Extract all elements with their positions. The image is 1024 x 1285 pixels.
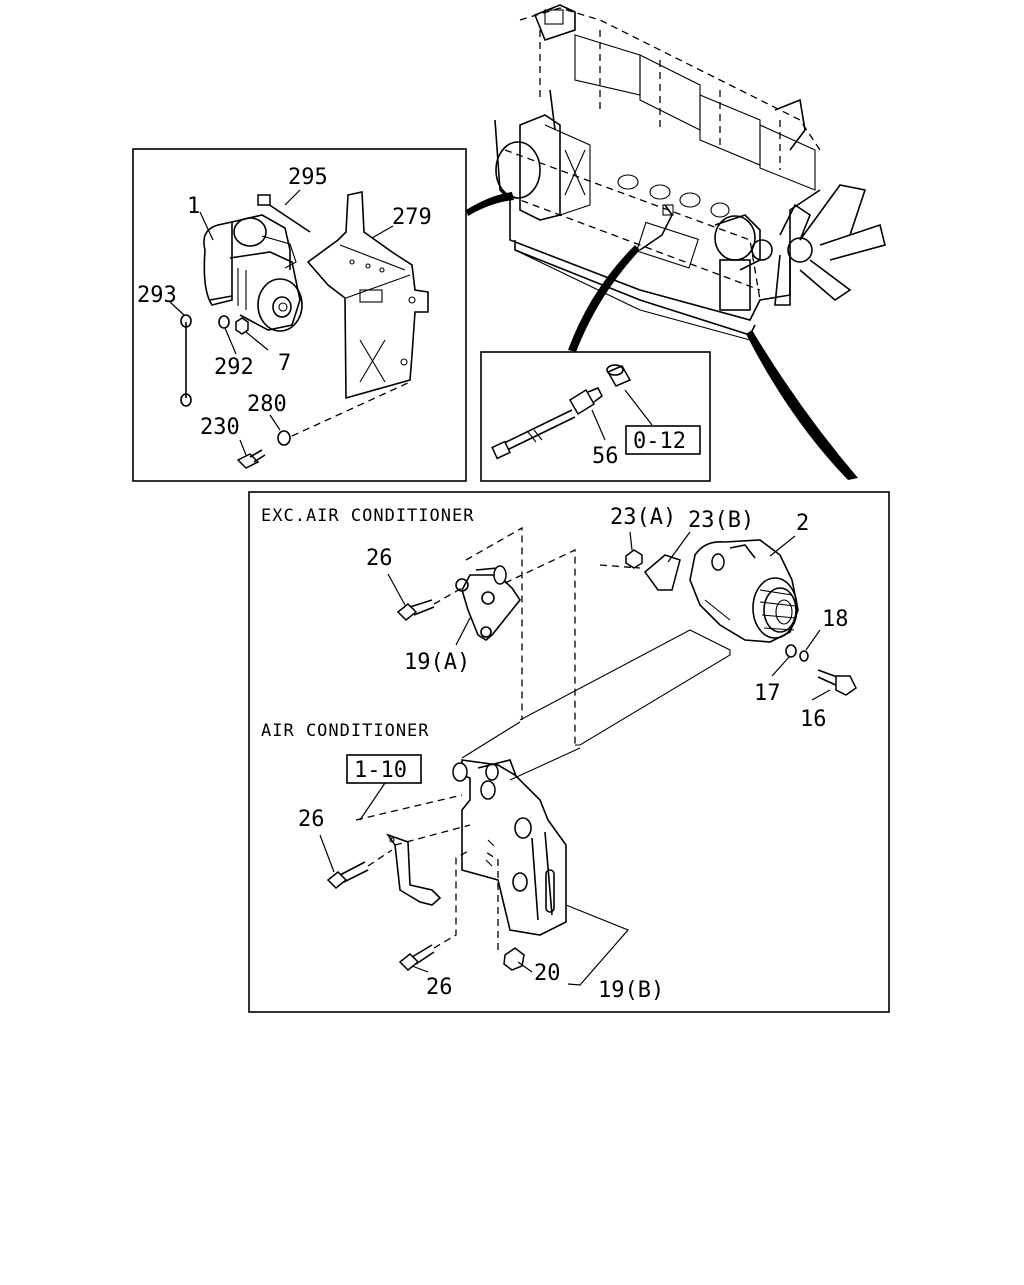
label-part-1: 1	[187, 194, 200, 219]
label-part-280: 280	[247, 392, 287, 417]
label-part-23a: 23(A)	[610, 505, 676, 530]
washer-18	[799, 650, 809, 662]
ref-box-0-12	[625, 425, 701, 455]
sensor-panel: 0-12 56	[480, 351, 711, 482]
ref-0-12: 0-12	[633, 429, 686, 454]
bolt-26-top	[396, 602, 418, 622]
label-part-17: 17	[754, 681, 781, 706]
alternator-panel-frame	[248, 491, 890, 1013]
washer-17	[785, 644, 797, 658]
heading-exc-air-conditioner: EXC.AIR CONDITIONER	[261, 506, 474, 526]
starter-panel: 1 295 279 293 292 7 280 230	[132, 148, 467, 482]
starter-panel-frame	[132, 148, 467, 482]
label-part-293: 293	[137, 283, 177, 308]
bracket-1-10	[355, 794, 471, 906]
bracket-279	[306, 191, 429, 400]
fitting-0-12	[606, 365, 632, 387]
bracket-23b	[643, 554, 681, 591]
bracket-19a	[455, 565, 521, 641]
label-part-18: 18	[822, 607, 849, 632]
washer-280	[277, 430, 291, 446]
bolt-230	[236, 453, 260, 469]
sensor-panel-frame	[480, 351, 711, 482]
label-part-26-bot: 26	[426, 975, 453, 1000]
sensor-56	[568, 388, 596, 416]
label-part-20: 20	[534, 961, 561, 986]
label-part-19a: 19(A)	[404, 650, 470, 675]
bolt-26-mid	[326, 870, 348, 890]
label-part-292: 292	[214, 355, 254, 380]
label-part-26-mid: 26	[298, 807, 325, 832]
label-part-56: 56	[592, 444, 619, 469]
engine-overview	[466, 4, 886, 480]
nut-20	[503, 947, 525, 971]
label-part-295: 295	[288, 165, 328, 190]
nut-7	[235, 317, 249, 335]
label-part-23b: 23(B)	[688, 508, 754, 533]
label-part-230: 230	[200, 415, 240, 440]
ref-1-10: 1-10	[354, 758, 407, 783]
nut-23a	[625, 549, 643, 569]
sensor-harness	[499, 409, 576, 453]
ref-box-1-10	[346, 754, 422, 784]
heading-air-conditioner: AIR CONDITIONER	[261, 721, 430, 741]
label-part-279: 279	[392, 205, 432, 230]
label-part-7: 7	[278, 351, 291, 376]
washer-292	[218, 315, 230, 329]
alternator-panel: EXC.AIR CONDITIONER AIR CONDITIONER	[248, 491, 890, 1013]
bracket-19b	[452, 759, 567, 936]
label-part-2: 2	[796, 511, 809, 536]
alternator-2	[689, 539, 799, 643]
starter-motor-drawing	[203, 214, 303, 332]
label-part-16: 16	[800, 707, 827, 732]
label-part-26-top: 26	[366, 546, 393, 571]
label-part-19b: 19(B)	[598, 978, 664, 1003]
